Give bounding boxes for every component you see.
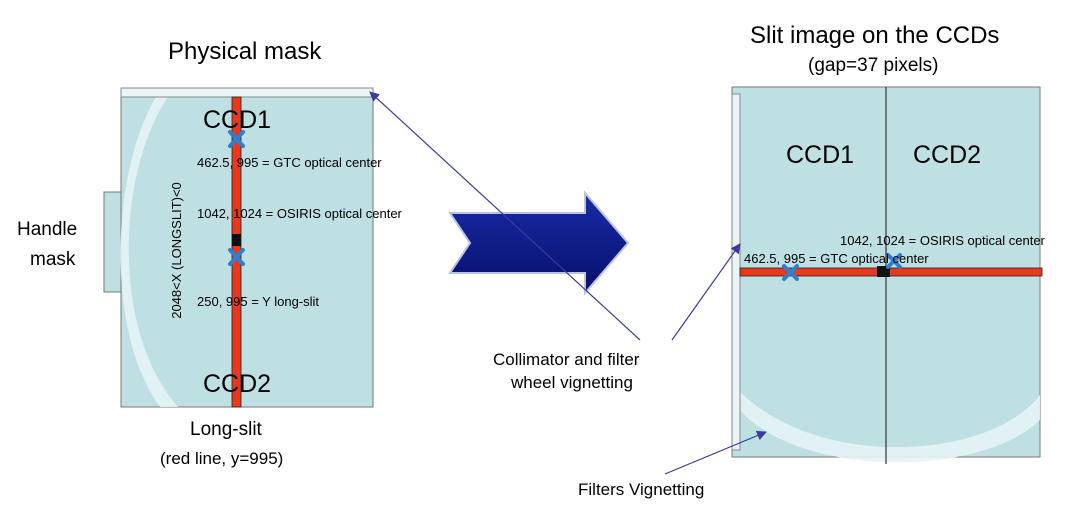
vignetting-crescent-right	[740, 392, 1040, 463]
y-longslit-label: 250, 995 = Y long-slit	[197, 294, 320, 309]
slit-image-black-marker	[877, 266, 890, 277]
ccd2-label-right: CCD2	[913, 141, 982, 169]
vignetting-crescent-left	[120, 97, 178, 407]
handle-tab	[103, 191, 123, 293]
physical-mask-panel	[120, 96, 374, 408]
slit-image-title: Slit image on the CCDs	[750, 22, 1000, 49]
pointer-to-ccd-strip	[671, 243, 741, 341]
osiris-optical-center-label: 1042, 1024 = OSIRIS optical center	[197, 206, 402, 221]
longslit-caption-line1: Long-slit	[190, 419, 262, 440]
handle-mask-label-line1: Handle	[17, 219, 78, 240]
physical-mask-title: Physical mask	[168, 38, 322, 65]
slit-image-osiris-cross	[886, 253, 902, 269]
longslit-range-label: 2048<X (LONGSLIT)<0	[168, 182, 184, 319]
osiris-optical-center-label-right: 1042, 1024 = OSIRIS optical center	[840, 233, 1045, 248]
slit-image-red-line	[739, 267, 1043, 277]
left-vignetting-strip	[731, 93, 741, 451]
handle-mask-label-line2: mask	[30, 249, 76, 270]
filters-vignetting-label: Filters Vignetting	[578, 480, 705, 499]
collimator-vignetting-label-line2: wheel vignetting	[511, 373, 633, 392]
ccd1-label-left: CCD1	[203, 106, 272, 134]
y-longslit-cross	[228, 248, 245, 266]
transform-arrow	[448, 190, 630, 296]
pointer-to-bottom-vignetting	[664, 430, 767, 475]
gtc-optical-center-label: 462.5, 995 = GTC optical center	[197, 155, 382, 170]
top-vignetting-strip	[120, 87, 374, 98]
pointer-to-mask-strip	[369, 91, 641, 341]
ccd1-label-right: CCD1	[786, 141, 855, 169]
gtc-optical-center-label-right: 462.5, 995 = GTC optical center	[744, 251, 929, 266]
slit-image-subtitle: (gap=37 pixels)	[808, 55, 939, 76]
osiris-center-marker	[232, 234, 241, 246]
gtc-center-cross	[228, 130, 245, 148]
ccd2-label-left: CCD2	[203, 370, 272, 398]
collimator-vignetting-label-line1: Collimator and filter	[493, 350, 640, 369]
longslit-caption-line2: (red line, y=995)	[160, 449, 284, 468]
slit-image-gtc-cross	[782, 264, 799, 281]
